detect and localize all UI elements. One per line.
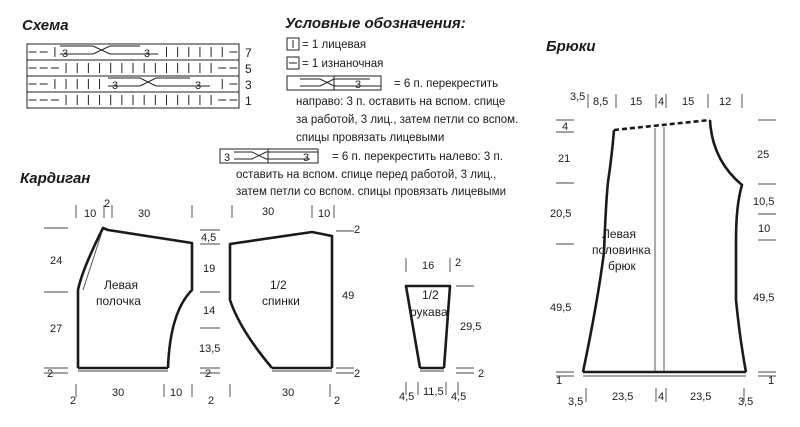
purl-symbol bbox=[286, 56, 300, 70]
legend-cable-right-line-2: направо: 3 п. оставить на вспом. спице bbox=[296, 96, 505, 108]
dim-label: 2 bbox=[208, 395, 214, 407]
legend-cable-left-line-1: = 6 п. перекрестить налево: 3 п. bbox=[332, 151, 503, 163]
knit-symbol bbox=[286, 37, 300, 51]
dim-label: 30 bbox=[138, 208, 150, 220]
legend: = 1 лицевая = 1 изнаночная 3 = 6 п. пере… bbox=[219, 37, 518, 198]
stitch-scheme-grid: 3 3 3 3 bbox=[26, 43, 240, 109]
dim-label: 29,5 bbox=[460, 321, 481, 333]
dim-label: 30 bbox=[262, 206, 274, 218]
dim-label: 23,5 bbox=[612, 391, 633, 403]
scheme-cross-label-3b: 3 bbox=[195, 80, 201, 92]
dim-label: 21 bbox=[558, 153, 570, 165]
dim-label: 3,5 bbox=[738, 396, 753, 408]
dim-label: 15 bbox=[682, 96, 694, 108]
dim-label: 30 bbox=[112, 387, 124, 399]
dim-label: 13,5 bbox=[199, 343, 220, 355]
dim-label: 3,5 bbox=[570, 91, 585, 103]
legend-symbol-number: 3 bbox=[224, 152, 230, 164]
trousers-heading: Брюки bbox=[546, 38, 596, 55]
dim-label: 11,5 bbox=[423, 386, 444, 398]
dim-label: 8,5 bbox=[593, 96, 608, 108]
dim-label: 2 bbox=[70, 395, 76, 407]
dim-label: 2 bbox=[478, 368, 484, 380]
dim-label: 4 bbox=[658, 391, 664, 403]
cable-left-symbol: 3 3 bbox=[219, 148, 319, 164]
cable-right-symbol: 3 bbox=[286, 75, 382, 91]
cardigan-half-back: 1/2 спинки 30 10 2 49 2 2 30 2 bbox=[208, 205, 360, 407]
dim-label: 2 bbox=[47, 368, 53, 380]
legend-symbol-number: 3 bbox=[355, 79, 361, 91]
trousers-left-half: Левая половинка брюк 3,5 8,5 15 4 15 12 … bbox=[550, 91, 776, 408]
trousers-label-line-1: Левая bbox=[602, 227, 636, 241]
dim-label: 10,5 bbox=[753, 196, 774, 208]
dim-label: 4,5 bbox=[399, 391, 414, 403]
row-number: 5 bbox=[245, 62, 252, 76]
dim-label: 4,5 bbox=[451, 391, 466, 403]
dim-label: 10 bbox=[758, 223, 770, 235]
legend-heading: Условные обозначения: bbox=[285, 15, 466, 32]
legend-cable-left-line-3: затем петли со вспом. спицы провязать ли… bbox=[236, 186, 506, 198]
scheme-cross-label-7a: 3 bbox=[62, 48, 68, 60]
dim-label: 49,5 bbox=[753, 292, 774, 304]
dim-label: 2 bbox=[334, 395, 340, 407]
dim-label: 19 bbox=[203, 263, 215, 275]
dim-label: 25 bbox=[757, 149, 769, 161]
row-number: 3 bbox=[245, 78, 252, 92]
dim-label: 2 bbox=[354, 224, 360, 236]
cardigan-heading: Кардиган bbox=[20, 170, 90, 187]
dim-label: 4 bbox=[658, 96, 664, 108]
dim-label: 2 bbox=[205, 368, 211, 380]
legend-cable-right-line-1: = 6 п. перекрестить bbox=[394, 78, 498, 90]
legend-knit: = 1 лицевая bbox=[302, 39, 366, 51]
cardigan-half-sleeve: 1/2 рукава 16 2 29,5 2 4,5 11,5 4,5 bbox=[399, 257, 484, 403]
cardigan-middle-dims: 4,5 19 14 13,5 2 bbox=[199, 229, 220, 380]
scheme-cross-label-7b: 3 bbox=[144, 48, 150, 60]
dim-label: 10 bbox=[84, 208, 96, 220]
dim-label: 49 bbox=[342, 290, 354, 302]
scheme-heading: Схема bbox=[22, 17, 69, 34]
dim-label: 49,5 bbox=[550, 302, 571, 314]
dim-label: 15 bbox=[630, 96, 642, 108]
cardigan-left-front: Левая полочка 10 2 30 24 27 2 2 30 10 bbox=[44, 198, 194, 407]
front-label-line-2: полочка bbox=[96, 294, 141, 308]
row-number: 7 bbox=[245, 46, 252, 60]
dim-label: 3,5 bbox=[568, 396, 583, 408]
dim-label: 27 bbox=[50, 323, 62, 335]
dim-label: 24 bbox=[50, 255, 62, 267]
front-label-line-1: Левая bbox=[104, 278, 138, 292]
dim-label: 2 bbox=[455, 257, 461, 269]
back-label-line-1: 1/2 bbox=[270, 278, 287, 292]
sleeve-label-line-1: 1/2 bbox=[422, 288, 439, 302]
trousers-label-line-2: половинка bbox=[592, 243, 651, 257]
dim-label: 30 bbox=[282, 387, 294, 399]
scheme-row-numbers: 7 5 3 1 bbox=[245, 46, 252, 108]
trousers-label-line-3: брюк bbox=[608, 259, 637, 273]
legend-cable-right-line-4: спицы провязать лицевыми bbox=[296, 132, 444, 144]
dim-label: 1 bbox=[556, 375, 562, 387]
dim-label: 14 bbox=[203, 305, 215, 317]
back-label-line-2: спинки bbox=[262, 294, 300, 308]
legend-symbol-number: 3 bbox=[303, 152, 309, 164]
sleeve-label-line-2: рукава bbox=[410, 305, 448, 319]
scheme-cross-label-3a: 3 bbox=[112, 80, 118, 92]
dim-label: 2 bbox=[104, 198, 110, 210]
legend-purl: = 1 изнаночная bbox=[302, 58, 383, 70]
dim-label: 2 bbox=[354, 368, 360, 380]
dim-label: 16 bbox=[422, 260, 434, 272]
dim-label: 4,5 bbox=[201, 232, 216, 244]
legend-cable-right-line-3: за работой, 3 лиц., затем петли со вспом… bbox=[296, 114, 518, 126]
legend-cable-left-line-2: оставить на вспом. спице перед работой, … bbox=[236, 169, 496, 181]
dim-label: 4 bbox=[562, 121, 568, 133]
dim-label: 10 bbox=[318, 208, 330, 220]
dim-label: 10 bbox=[170, 387, 182, 399]
dim-label: 12 bbox=[719, 96, 731, 108]
row-number: 1 bbox=[245, 94, 252, 108]
dim-label: 1 bbox=[768, 375, 774, 387]
dim-label: 20,5 bbox=[550, 208, 571, 220]
dim-label: 23,5 bbox=[690, 391, 711, 403]
